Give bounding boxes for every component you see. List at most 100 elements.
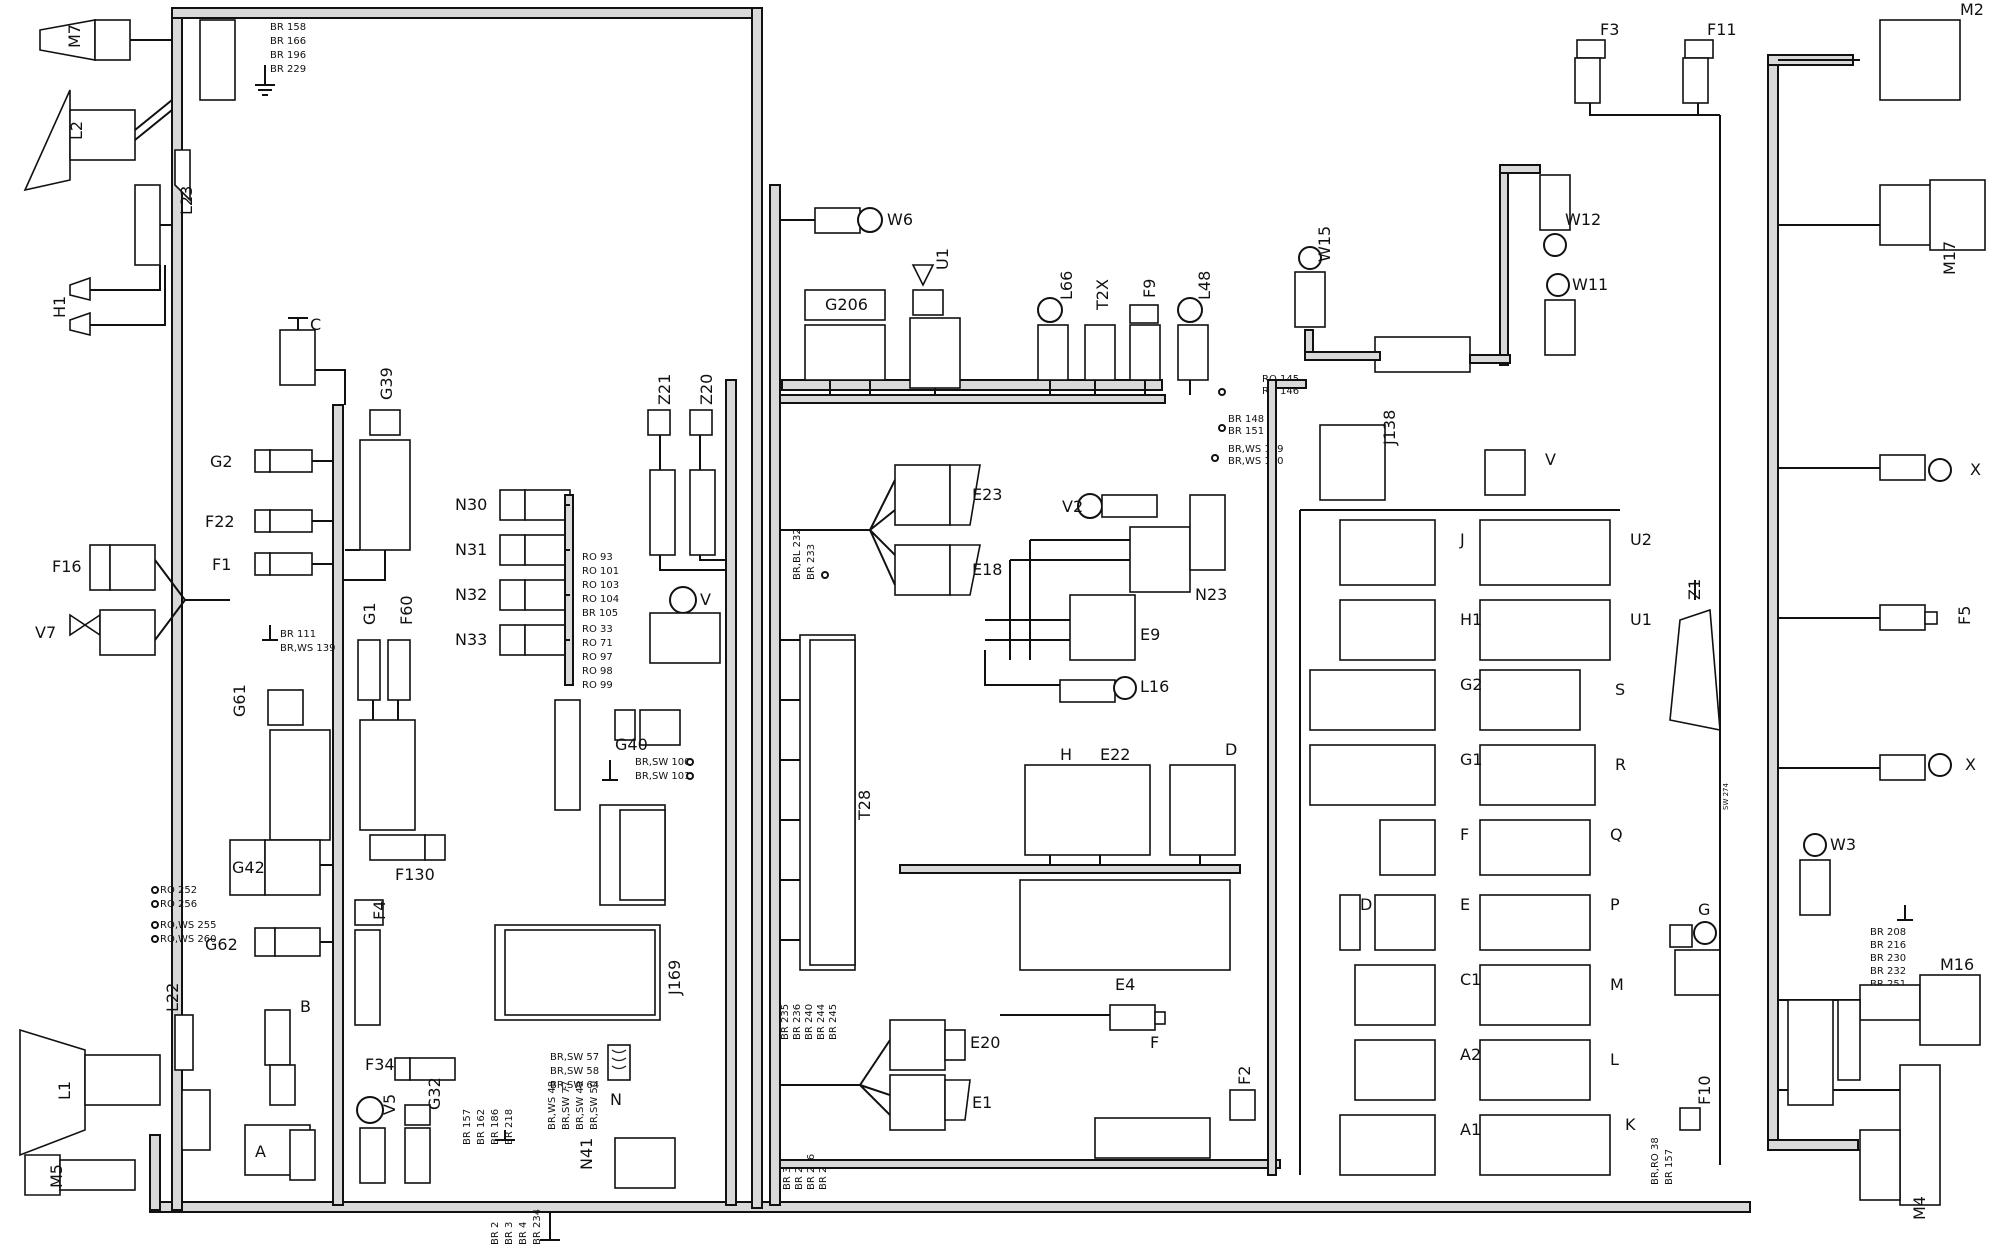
label-v: V	[700, 590, 711, 609]
ground-bottom-3: BR 218	[504, 1109, 515, 1145]
label-g2-right: G2	[1460, 675, 1483, 694]
ro2-2: RO 97	[582, 652, 613, 663]
misc-0: BR,BL 232	[792, 528, 803, 580]
label-f1: F1	[212, 555, 231, 574]
g40-wire-0: BR,SW 100	[635, 757, 691, 768]
label-g2: G2	[210, 452, 233, 471]
n2-2: BR,SW 49	[575, 1081, 586, 1130]
lamp-w6-icon	[857, 207, 883, 233]
label-g: G	[1698, 900, 1710, 919]
motor-m5-icon: M5	[24, 1154, 136, 1196]
note-left-1: RO 256	[160, 899, 197, 910]
cbg2-0: BR 3	[782, 1167, 793, 1190]
lamp-e20-icon: E20	[889, 1019, 1000, 1071]
label-v5: V5	[380, 1094, 399, 1115]
note-left-3: RO,WS 260	[160, 934, 217, 945]
label-u1-right: U1	[1630, 610, 1652, 629]
module-f60	[387, 639, 411, 701]
n-wire-2: BR,SW 64	[550, 1080, 599, 1091]
label-f3: F3	[1600, 20, 1619, 39]
center-section: W6 U1 G206 L66 T2X F9 L48	[779, 207, 1281, 1190]
label-g1: G1	[360, 602, 379, 625]
label-f4: F4	[370, 901, 389, 920]
ro2-0: RO 33	[582, 624, 613, 635]
module-g40-icon: G40	[614, 709, 681, 754]
lamp-v5-icon	[356, 1096, 384, 1124]
cr-br-bottom-0: BR,RO 38	[1650, 1137, 1661, 1185]
valve-n31-icon: N31	[455, 534, 571, 566]
label-e4: E4	[1115, 975, 1135, 994]
label-n23: N23	[1195, 585, 1227, 604]
ro2-3: RO 98	[582, 666, 613, 677]
label-g32: G32	[425, 1077, 444, 1110]
lamp-g-icon	[1693, 921, 1717, 945]
label-n33: N33	[455, 630, 487, 649]
label-h1: H1	[50, 296, 69, 318]
label-m7: M7	[65, 24, 84, 48]
module-a-icon: A	[244, 1124, 316, 1181]
relay-row-h1-u1: H1 U1	[1339, 599, 1652, 661]
label-f10: F10	[1695, 1075, 1714, 1105]
label-g39: G39	[377, 367, 396, 400]
label-n32: N32	[455, 585, 487, 604]
cbg-2: BR 240	[804, 1004, 815, 1040]
speaker-l23-icon: L23	[174, 149, 196, 215]
lamp-e1-icon: E1	[889, 1074, 992, 1131]
lamp-l48-icon	[1177, 297, 1203, 323]
label-m17: M17	[1940, 241, 1959, 275]
lamp-w3-icon	[1803, 833, 1827, 857]
label-l66: L66	[1057, 271, 1076, 300]
sensor-g2-icon: G2	[210, 449, 333, 473]
ro1-4: BR 105	[582, 608, 618, 619]
ground-top-1: BR 166	[270, 36, 306, 47]
cbg2-3: BR 24	[818, 1160, 829, 1190]
n2-1: BR,SW 77	[561, 1081, 572, 1130]
label-f130: F130	[395, 865, 435, 884]
ground-top-2: BR 196	[270, 50, 306, 61]
r-ground-0: BR 208	[1870, 927, 1906, 938]
cr-brws-0: BR,WS 149	[1228, 444, 1284, 455]
label-v2: V2	[1062, 497, 1083, 516]
label-l1: L1	[55, 1081, 74, 1100]
label-l-right: L	[1610, 1050, 1619, 1069]
relay-row-a1-k: A1 K	[1339, 1114, 1636, 1176]
r-ground-1: BR 216	[1870, 940, 1906, 951]
label-k: K	[1625, 1115, 1636, 1134]
r-ground-2: BR 230	[1870, 953, 1906, 964]
sensor-f1-icon: F1	[212, 552, 333, 576]
bg-2: BR 4	[518, 1222, 529, 1245]
label-f34: F34	[365, 1055, 395, 1074]
coil-n-icon: N	[607, 1044, 631, 1109]
label-n30: N30	[455, 495, 487, 514]
label-w6: W6	[887, 210, 913, 229]
lamp-x-lower-icon	[1928, 753, 1952, 777]
fuse-block-j169: J169	[494, 924, 684, 1021]
blower-v-icon	[669, 586, 697, 614]
module-g61-icon: G61	[230, 684, 331, 841]
lamp-e18-icon: E18	[894, 544, 1002, 596]
label-m5: M5	[47, 1164, 66, 1188]
n2-3: BR,SW 50	[589, 1081, 600, 1130]
lamp-l16-icon	[1113, 676, 1137, 700]
label-j138: J138	[1380, 410, 1399, 446]
speaker-m7-icon: M7	[39, 19, 131, 61]
n-wire-0: BR,SW 57	[550, 1052, 599, 1063]
bg-0: BR 2	[490, 1222, 501, 1245]
label-x-lower: X	[1965, 755, 1976, 774]
label-u2: U2	[1630, 530, 1652, 549]
ro2-4: RO 99	[582, 680, 613, 691]
label-l16: L16	[1140, 677, 1169, 696]
module-g206: G206	[804, 289, 886, 381]
block-e4	[1019, 879, 1231, 971]
g40-wire-1: BR,SW 101	[635, 771, 691, 782]
cbg2-1: BR 23	[794, 1160, 805, 1190]
note-left-2: RO,WS 255	[160, 920, 217, 931]
module-g62-icon: G62	[205, 927, 321, 957]
module-g1	[357, 639, 381, 701]
label-g42: G42	[232, 858, 265, 877]
relay-row-d-e-p: D E P	[1339, 894, 1620, 951]
motor-m16	[1919, 974, 1981, 1046]
label-l23: L23	[177, 186, 196, 215]
label-f16: F16	[52, 557, 82, 576]
